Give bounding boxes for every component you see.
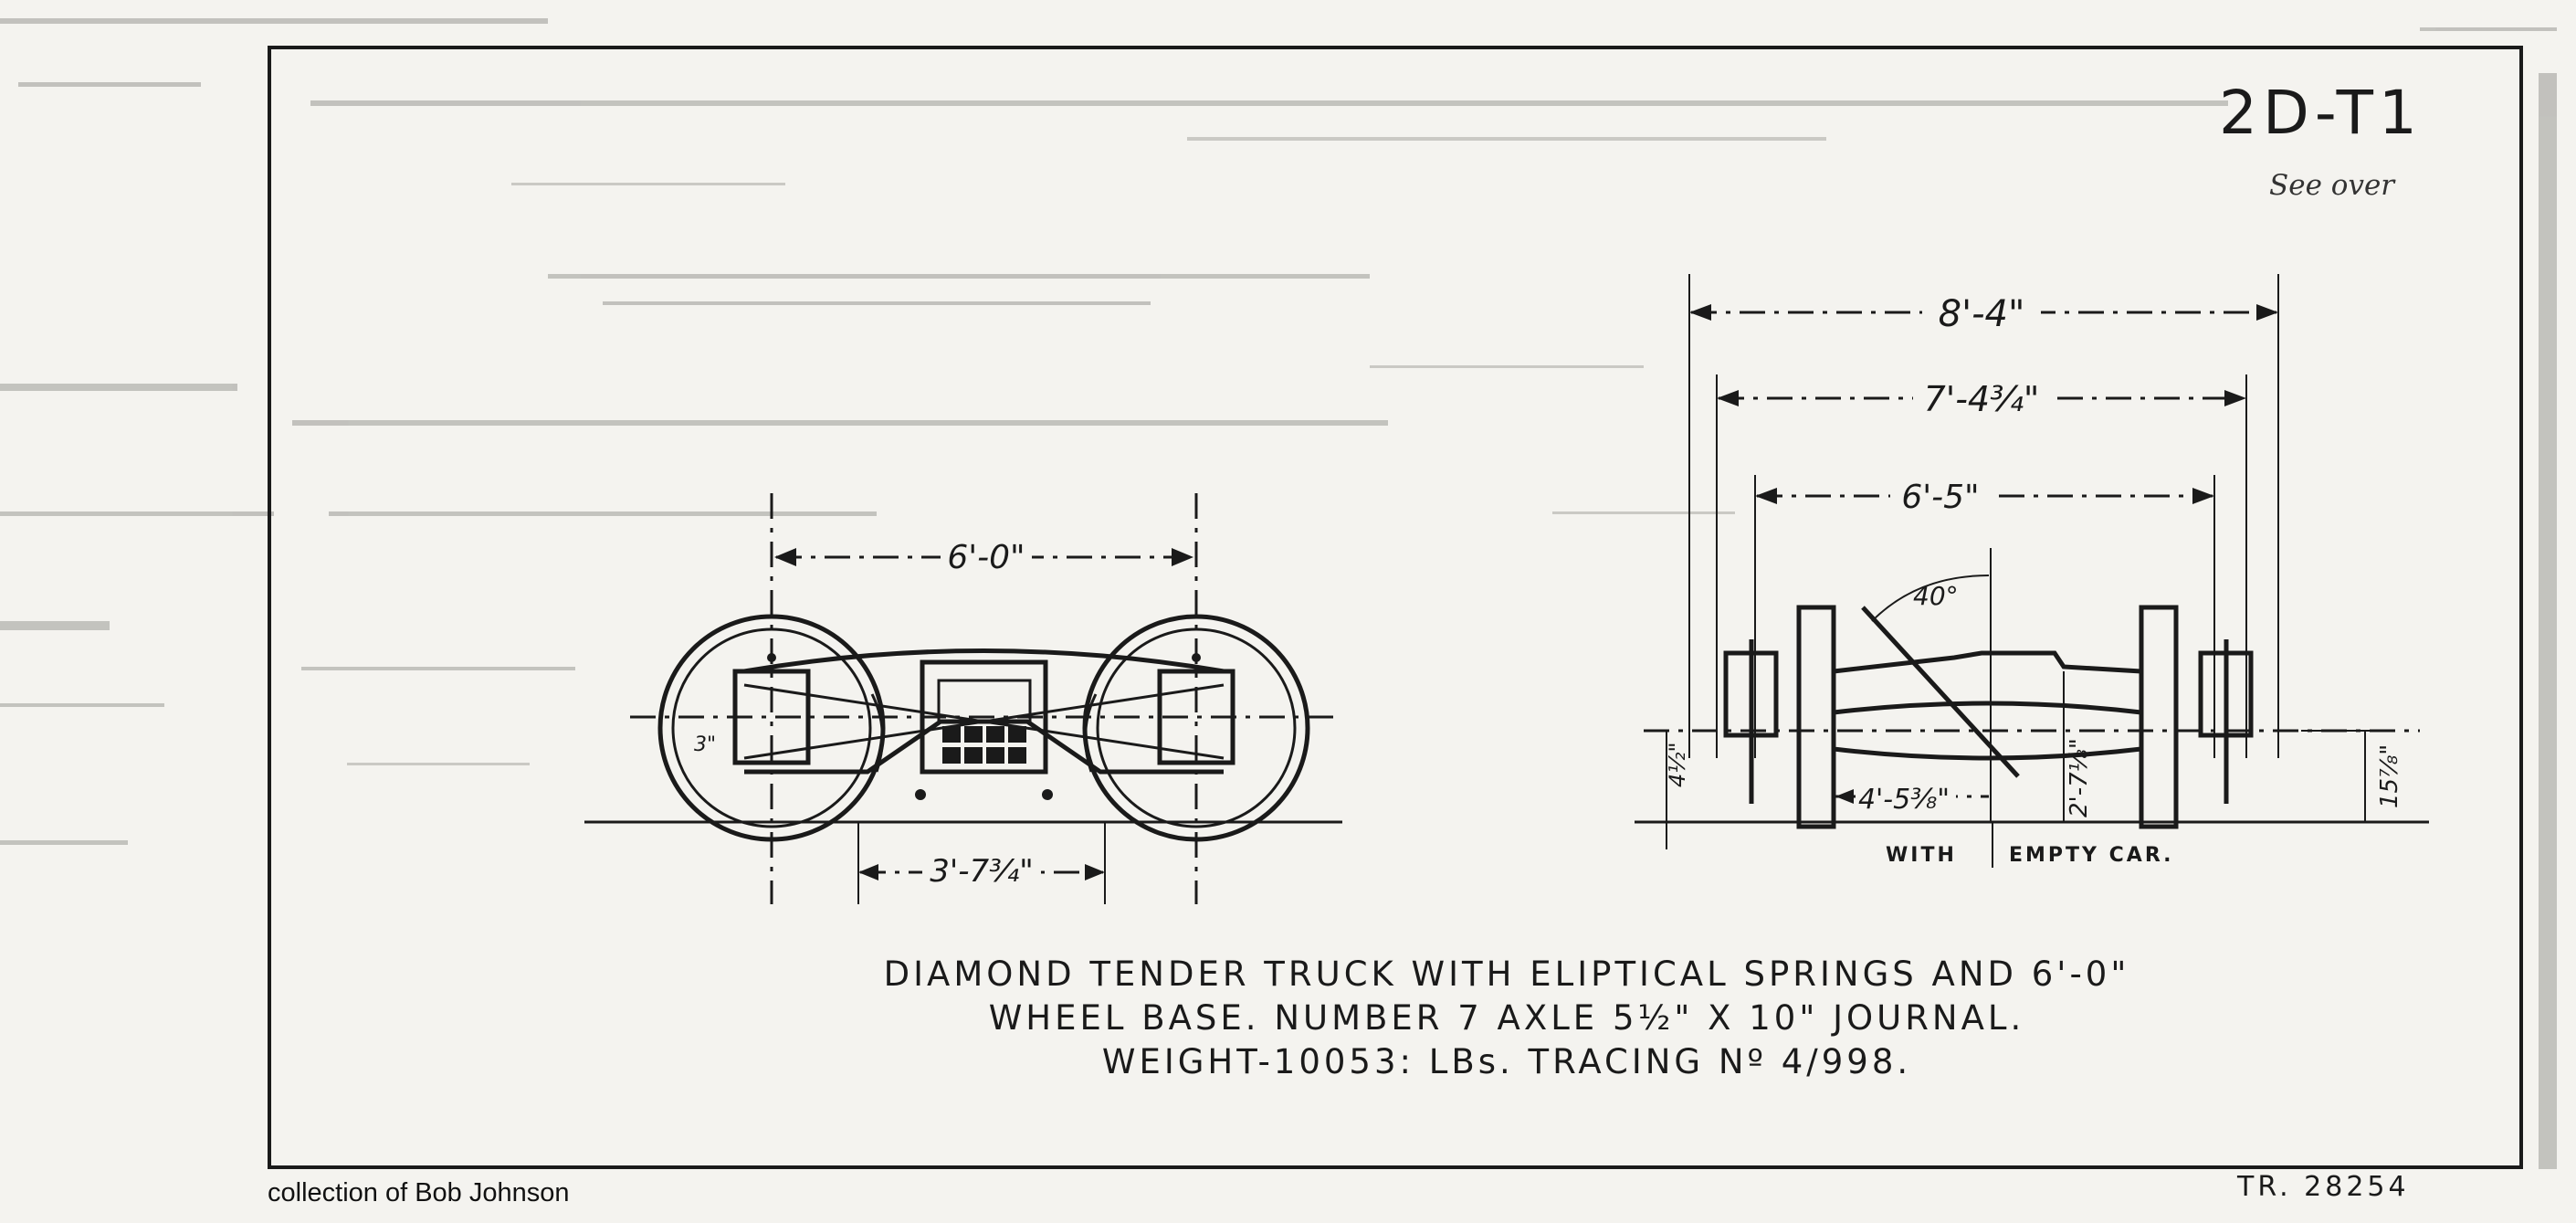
wheel-base-dim: 6'-0"	[947, 539, 1025, 576]
inner-dim: 7'-4¾"	[1924, 379, 2040, 419]
caption-line-2: WHEEL BASE. NUMBER 7 AXLE 5½" X 10" JOUR…	[988, 998, 2025, 1038]
end-left-wheel	[1796, 605, 1836, 829]
height-right-dim: 15⅞"	[2376, 744, 2403, 808]
label-with: WITH	[1886, 844, 1957, 867]
end-axle	[1831, 701, 2144, 761]
height-left-dim: 4½"	[1665, 742, 1690, 787]
left-journal-box	[732, 669, 811, 765]
end-bolster	[1833, 650, 2142, 674]
sheet-id: 2D-T1	[2219, 78, 2423, 148]
lower-dim: 3'-7¾"	[930, 853, 1033, 890]
half-dim: 4'-5⅜"	[1858, 784, 1950, 816]
top-arch-bar	[743, 648, 1225, 674]
right-column	[1084, 693, 1098, 773]
bolster	[920, 659, 1048, 775]
drawing-border	[268, 46, 2523, 1169]
height-center-dim: 2'-7⅛"	[2066, 738, 2093, 817]
see-over-note: See over	[2269, 169, 2395, 202]
left-column	[870, 693, 884, 773]
side-view: 6'-0" 3'-7¾" 3"	[584, 493, 1342, 904]
angle-arc	[1871, 575, 1990, 622]
overall-dim: 8'-4"	[1939, 293, 2025, 335]
elliptical-spring-upper	[937, 679, 1032, 723]
gauge-dim: 6'-5"	[1901, 479, 1979, 516]
tracing-reference: TR. 28254	[2237, 1171, 2410, 1203]
angle-label: 40°	[1913, 581, 1959, 611]
caption-line-3: WEIGHT-10053: LBs. TRACING Nº 4/998.	[1101, 1042, 1912, 1081]
wheel-note: 3"	[694, 733, 716, 756]
caption-line-1: DIAMOND TENDER TRUCK WITH ELIPTICAL SPRI…	[883, 954, 2130, 994]
end-view: 8'-4" 7'-4¾" 6'-5" 40° 4'-5⅜"	[1635, 274, 2429, 868]
collection-credit: collection of Bob Johnson	[268, 1178, 570, 1207]
right-journal-box	[1157, 669, 1235, 765]
end-right-wheel	[2139, 605, 2179, 829]
brake-rod	[1861, 606, 2020, 778]
label-empty: EMPTY CAR.	[2009, 844, 2174, 867]
